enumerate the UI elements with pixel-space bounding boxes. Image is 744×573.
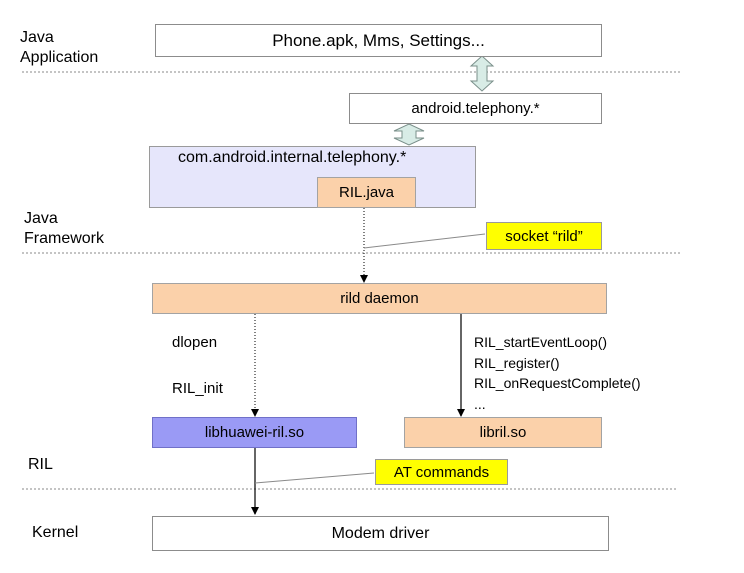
socket-rild-callout: socket “rild” — [486, 222, 602, 250]
ril-init-label: RIL_init — [172, 380, 223, 397]
socket-callout-pointer — [363, 233, 486, 249]
internal-telephony-box: com.android.internal.telephony.* — [149, 146, 476, 208]
libril-box: libril.so — [404, 417, 602, 448]
double-arrow-app-telephony — [469, 55, 495, 92]
double-arrow-telephony-internal — [393, 123, 425, 146]
android-telephony-box: android.telephony.* — [349, 93, 602, 124]
libril-call-item: RIL_onRequestComplete() — [474, 375, 641, 391]
layer-label-java-application: Java Application — [20, 29, 99, 66]
layer-label-java-framework: Java Framework — [24, 210, 105, 247]
modem-driver-box: Modem driver — [152, 516, 609, 551]
libril-call-item: ... — [474, 395, 486, 412]
ril-java-box: RIL.java — [317, 177, 416, 208]
dlopen-label: dlopen — [172, 334, 218, 351]
at-commands-callout: AT commands — [375, 459, 508, 485]
libril-call-list: RIL_startEventLoop() RIL_register() RIL_… — [474, 332, 641, 414]
rild-daemon-box: rild daemon — [152, 283, 607, 314]
libril-call-item: RIL_register() — [474, 354, 560, 371]
layer-label-ril: RIL — [28, 456, 53, 473]
layer-label-kernel: Kernel — [32, 524, 79, 541]
libhuawei-ril-box: libhuawei-ril.so — [152, 417, 357, 448]
phone-apk-box: Phone.apk, Mms, Settings... — [155, 24, 602, 57]
libril-call-item: RIL_startEventLoop() — [474, 334, 608, 350]
at-callout-pointer — [254, 472, 375, 484]
